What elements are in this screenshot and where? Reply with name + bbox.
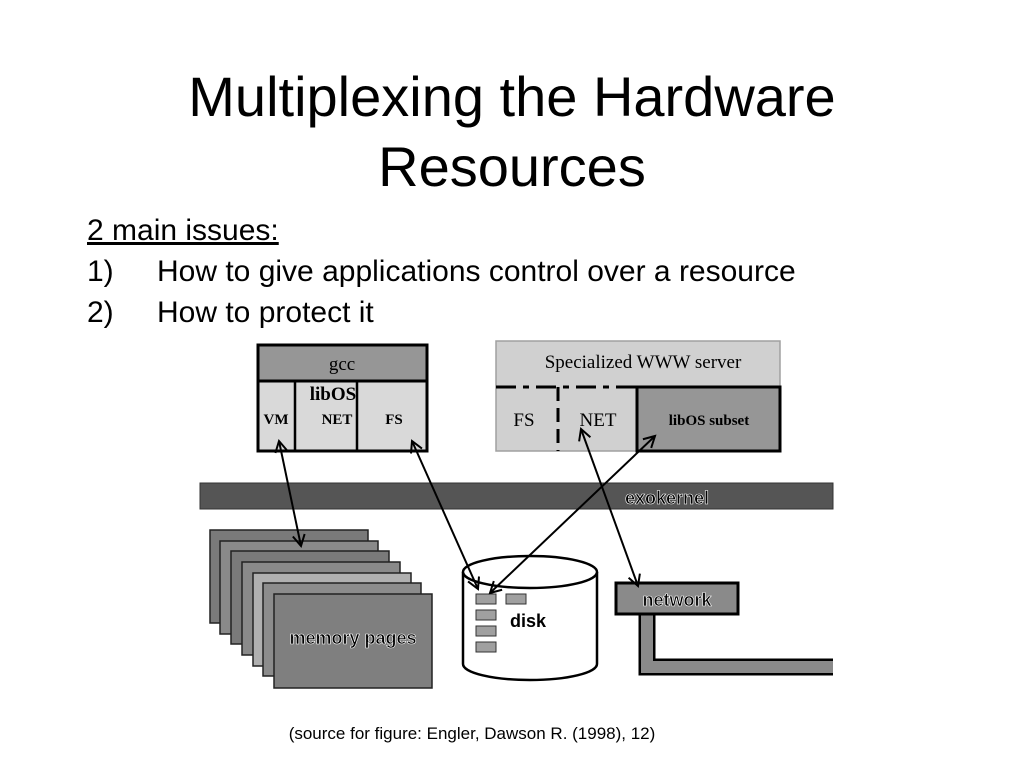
issues-heading: 2 main issues: [87, 214, 279, 247]
issue-item-2: 2) How to protect it [87, 294, 374, 332]
slide-title: Multiplexing the Hardware Resources [0, 62, 1024, 202]
disk-label: disk [510, 611, 547, 631]
network-device: network [614, 581, 833, 676]
network-label: network [642, 590, 712, 610]
binding-arrows [279, 429, 655, 593]
net-network-arrow [581, 429, 638, 586]
disk-cylinder: disk [461, 554, 599, 682]
www-server-label: Specialized WWW server [545, 352, 742, 373]
issue-number: 2) [87, 296, 114, 329]
memory-pages-label: memory pages [289, 628, 416, 648]
net-label: NET [322, 412, 353, 428]
issue-text: How to protect it [157, 296, 374, 329]
fs-disk-arrow [412, 441, 478, 589]
issue-item-1: 1) How to give applications control over … [87, 253, 796, 291]
gcc-label: gcc [329, 354, 355, 375]
memory-pages-stack: memory pages [209, 529, 433, 689]
slide-title-line-1: Multiplexing the Hardware [188, 65, 836, 128]
libos-subset-label: libOS subset [669, 413, 749, 429]
vm-label: VM [264, 412, 289, 428]
issue-text: How to give applications control over a … [157, 255, 796, 288]
slide-title-line-2: Resources [378, 135, 646, 198]
libos-label: libOS [310, 384, 356, 405]
gcc-application-box: gcc libOS VM NET FS [256, 343, 429, 453]
www-server-box: Specialized WWW server FS NET libOS subs… [495, 340, 782, 453]
exokernel-label: exokernel [625, 488, 709, 508]
vm-memory-arrow [279, 441, 301, 546]
www-fs-label: FS [513, 410, 534, 431]
www-net-label: NET [580, 410, 617, 431]
issue-number: 1) [87, 255, 114, 288]
exokernel-bar: exokernel [199, 482, 834, 510]
figure-source-note: (source for figure: Engler, Dawson R. (1… [288, 724, 656, 743]
fs-label: FS [385, 412, 403, 428]
